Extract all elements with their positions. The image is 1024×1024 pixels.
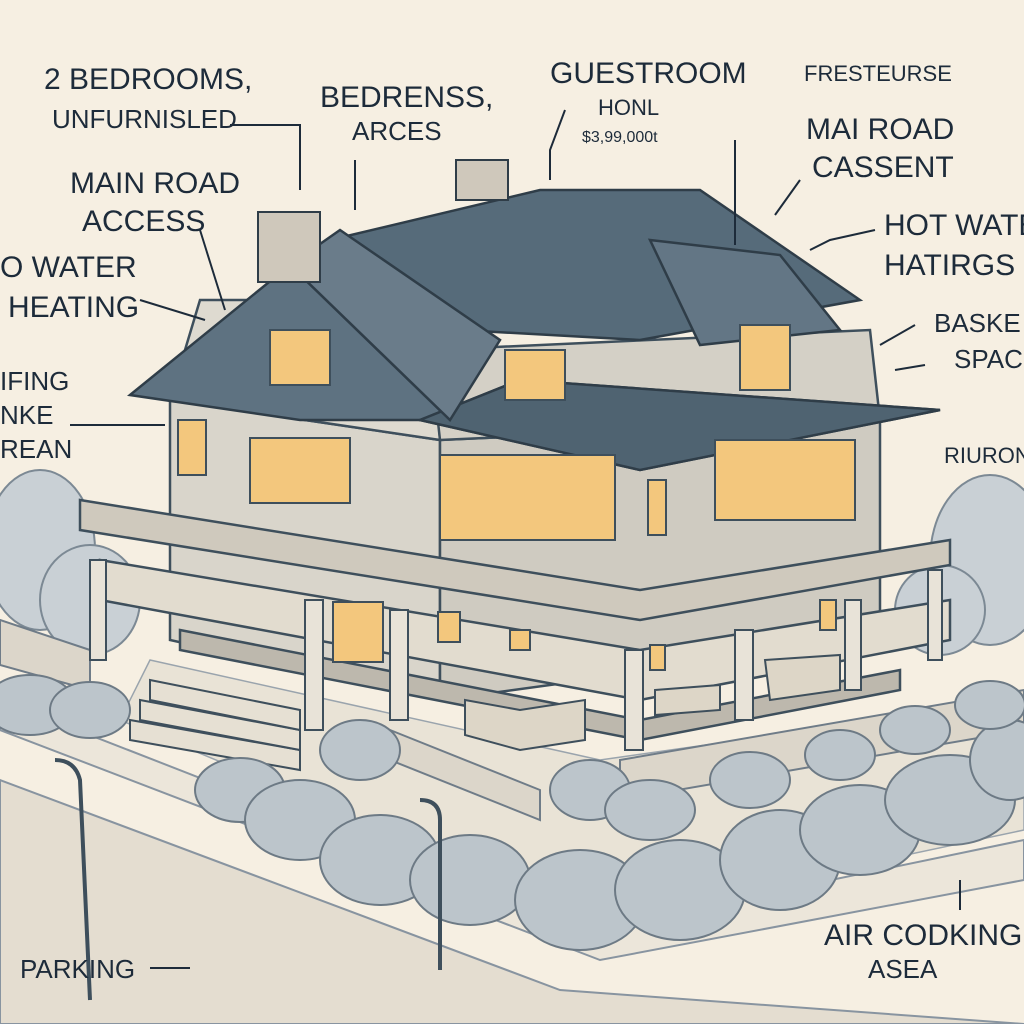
label-bedrooms-line2: UNFURNISLED: [52, 106, 237, 133]
label-baske-line1: BASKE: [934, 310, 1021, 337]
label-water-heating-line2: HEATING: [8, 292, 139, 324]
label-arces: ARCES: [352, 118, 442, 145]
label-main-road-line2: ACCESS: [82, 206, 205, 238]
label-fifing-line3: REAN: [0, 436, 72, 463]
label-price: $3,99,000t: [582, 130, 658, 147]
label-bedrenss: BEDRENSS,: [320, 82, 493, 114]
label-main-road-line1: MAIN ROAD: [70, 168, 240, 200]
label-parking: PARKING: [20, 956, 135, 983]
label-fifing-line2: NKE: [0, 402, 53, 429]
label-honl: HONL: [598, 96, 659, 119]
label-bedrooms-line1: 2 BEDROOMS,: [44, 64, 252, 96]
label-air-line1: AIR CODKING: [824, 920, 1022, 952]
label-hot-water-line2: HATIRGS: [884, 250, 1015, 282]
label-fifing-line1: IFING: [0, 368, 69, 395]
label-baske-line2: SPAC: [954, 346, 1023, 373]
label-water-heating-line1: O WATER: [0, 252, 137, 284]
label-mai-road-line2: CASSENT: [812, 152, 954, 184]
label-air-line2: ASEA: [868, 956, 937, 983]
label-fresteurse: FRESTEURSE: [804, 62, 952, 85]
label-mai-road-line1: MAI ROAD: [806, 114, 954, 146]
label-riuron: RIURON: [944, 444, 1024, 467]
label-hot-water-line1: HOT WATER: [884, 210, 1024, 242]
label-guestroom: GUESTROOM: [550, 58, 747, 90]
